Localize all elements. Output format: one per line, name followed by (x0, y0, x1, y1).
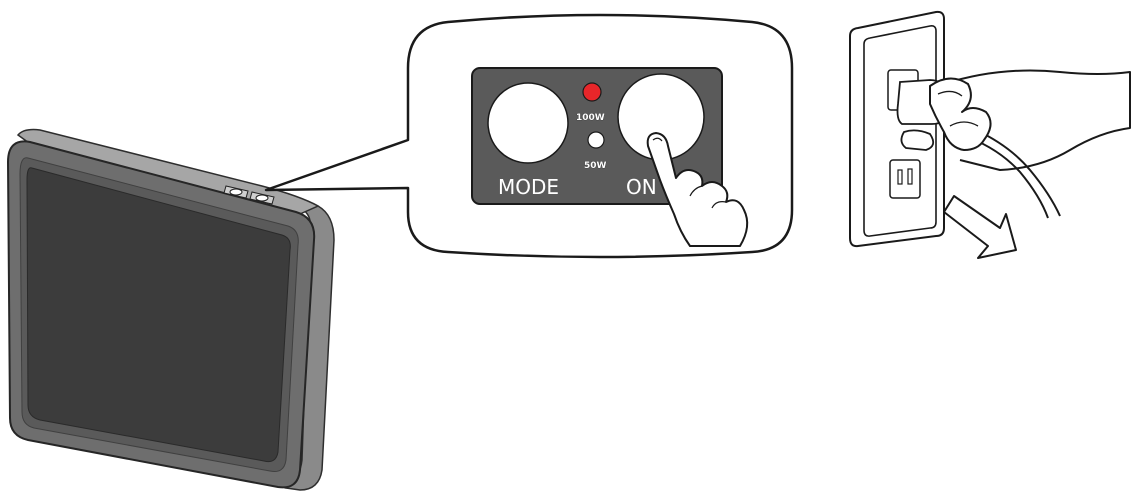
hand-pressing-icon (646, 132, 749, 247)
empty-socket (889, 159, 921, 199)
pull-arrow-icon (943, 195, 1017, 259)
mode-button[interactable]: MODE (487, 82, 569, 199)
heater-device (6, 128, 335, 491)
power-level-indicators: 100W 50W (576, 82, 607, 171)
mode-button-label: MODE (498, 175, 559, 199)
wall-outlet-icon (849, 10, 945, 248)
indicator-100w-lamp (582, 82, 602, 102)
hand-unplugging-icon (896, 69, 1131, 219)
device-screen (26, 167, 291, 463)
control-panel: MODE 100W 50W ON (471, 67, 749, 247)
indicator-50w-lamp (587, 131, 605, 149)
indicator-50w-label: 50W (584, 161, 607, 171)
power-button[interactable]: ON (617, 73, 705, 199)
indicator-100w-label: 100W (576, 113, 605, 123)
device-top-buttons (223, 185, 275, 205)
power-button-label: ON (626, 175, 657, 199)
